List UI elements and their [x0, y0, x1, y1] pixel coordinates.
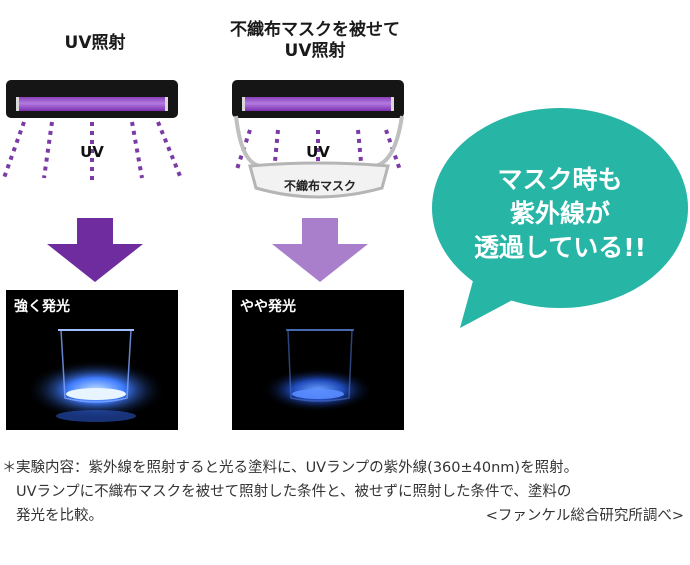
uv-ray: [2, 121, 26, 179]
uv-ray: [42, 121, 54, 179]
bubble-line2: 紫外線が: [509, 199, 610, 228]
uv-tube-right: [242, 97, 394, 111]
beaker-strong-glow: [26, 329, 166, 422]
uv-ray: [272, 129, 280, 173]
speech-bubble: [432, 108, 688, 328]
footnote-source: <ファンケル総合研究所調べ>: [485, 508, 684, 524]
uv-ray: [356, 129, 364, 173]
photo-strong-glow: 強く発光: [6, 290, 178, 430]
photo-label-strong: 強く発光: [14, 299, 70, 315]
uv-ray: [234, 129, 252, 173]
uv-label-left: UV: [80, 143, 104, 161]
uv-lamp-right: [232, 80, 404, 118]
photo-label-slight: やや発光: [240, 299, 296, 315]
right-panel-title-line1: 不織布マスクを被せて: [230, 20, 400, 40]
uv-label-right: UV: [306, 143, 330, 161]
footnote-mark: ＊: [2, 460, 17, 476]
footnote-line1: 実験内容：紫外線を照射すると光る塗料に、UVランプの紫外線(360±40nm)を…: [16, 460, 579, 476]
left-panel-title: UV照射: [64, 33, 126, 53]
uv-tube-left: [16, 97, 168, 111]
bubble-line1: マスク時も: [497, 165, 623, 194]
mask-and-rays-right: [234, 115, 404, 199]
right-panel-title-line2: UV照射: [284, 41, 346, 61]
footnote-line2: UVランプに不織布マスクを被せて照射した条件と、被せずに照射した条件で、塗料の: [16, 484, 572, 500]
uv-rays-left: [2, 121, 182, 184]
footnote-line3: 発光を比較。: [16, 508, 103, 524]
uv-ray: [130, 121, 144, 179]
mask-shape: [248, 161, 390, 199]
uv-lamp-left: [6, 80, 178, 118]
down-arrow-right: [272, 218, 368, 282]
beaker-slight-glow: [262, 329, 374, 412]
down-arrow-left: [47, 218, 143, 282]
uv-ray: [156, 121, 182, 177]
mask-label: 不織布マスク: [283, 179, 356, 193]
photo-slight-glow: やや発光: [232, 290, 404, 430]
bubble-line3: 透過している!!: [473, 233, 647, 262]
